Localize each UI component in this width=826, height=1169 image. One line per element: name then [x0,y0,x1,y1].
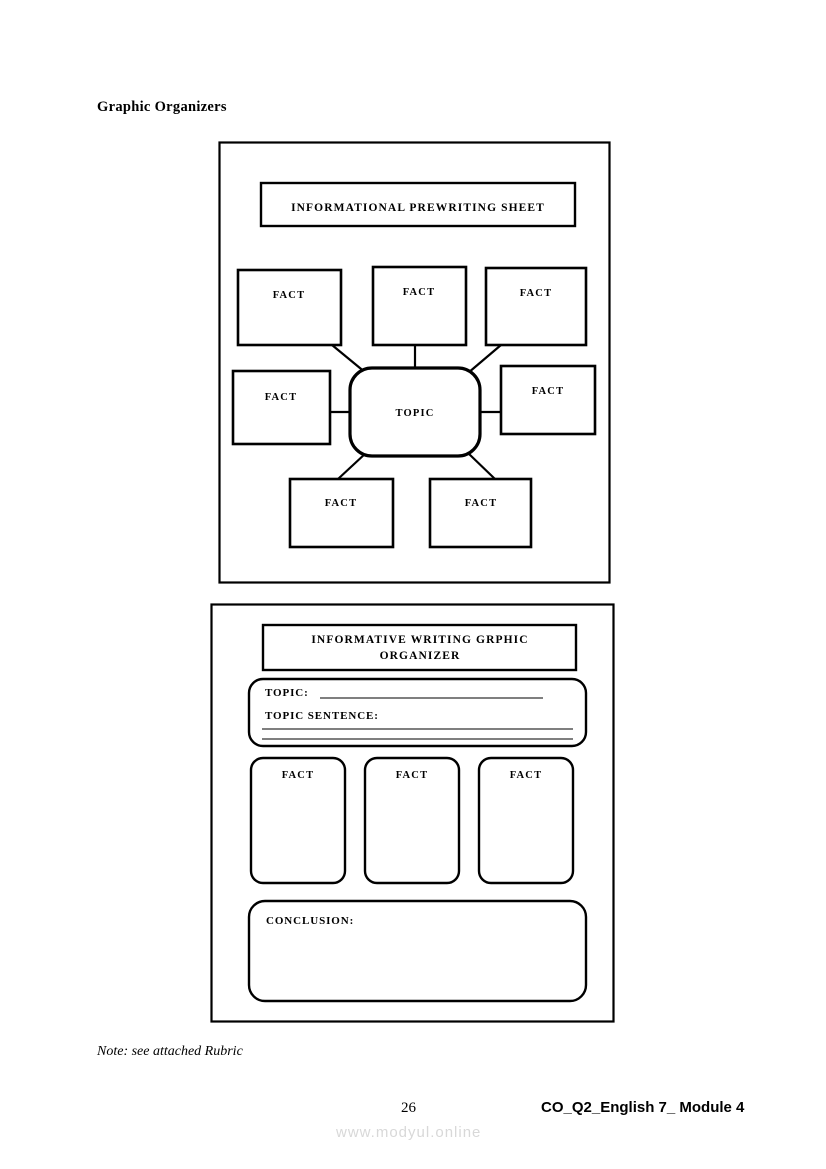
fact-label: FACT [273,290,306,301]
connector-topleft [331,344,367,374]
organizer-prewriting-sheet: INFORMATIONAL PREWRITING SHEET FACT FACT… [218,141,612,584]
topic-label: TOPIC: [265,687,309,699]
footer-module-label: CO_Q2_English 7_ Module 4 [541,1099,745,1116]
fact-label: FACT [325,498,358,509]
organizer-informative-writing: INFORMATIVE WRITING GRPHIC ORGANIZER TOP… [210,603,616,1023]
fact-box-right [477,756,575,885]
fact-label: FACT [396,770,429,781]
topic-center-shape [348,366,482,458]
fact-box-bottom-left [288,477,395,549]
organizer-one-heading-box [259,181,577,228]
fact-box-middle-right [499,364,597,436]
organizer-two-heading-line2: ORGANIZER [380,650,461,662]
organizer-two-heading-box [261,623,578,672]
fact-box-top-right [484,266,588,347]
fact-label: FACT [520,288,553,299]
topic-sentence-label: TOPIC SENTENCE: [265,710,379,722]
fact-box-center [363,756,461,885]
page-title: Graphic Organizers [97,99,227,115]
connector-bottomleft [337,452,367,480]
fact-label: FACT [282,770,315,781]
organizer-two-heading-line1: INFORMATIVE WRITING GRPHIC [311,634,528,646]
fact-label: FACT [403,287,436,298]
fact-label: FACT [265,392,298,403]
connector-bottomright [467,452,496,480]
connector-topright [467,344,502,374]
page-number: 26 [401,1100,416,1116]
fact-label: FACT [465,498,498,509]
note-text: Note: see attached Rubric [97,1044,243,1059]
fact-box-left [249,756,347,885]
fact-box-bottom-right [428,477,533,549]
fact-label: FACT [532,386,565,397]
fact-label: FACT [510,770,543,781]
fact-box-middle-left [231,369,332,446]
conclusion-label: CONCLUSION: [266,915,354,927]
watermark: www.modyul.online [336,1124,482,1141]
fact-box-top-center [371,265,468,347]
fact-box-top-left [236,268,343,347]
topic-center-label: TOPIC [395,408,434,419]
organizer-one-heading: INFORMATIONAL PREWRITING SHEET [291,202,545,214]
conclusion-panel [247,899,588,1003]
